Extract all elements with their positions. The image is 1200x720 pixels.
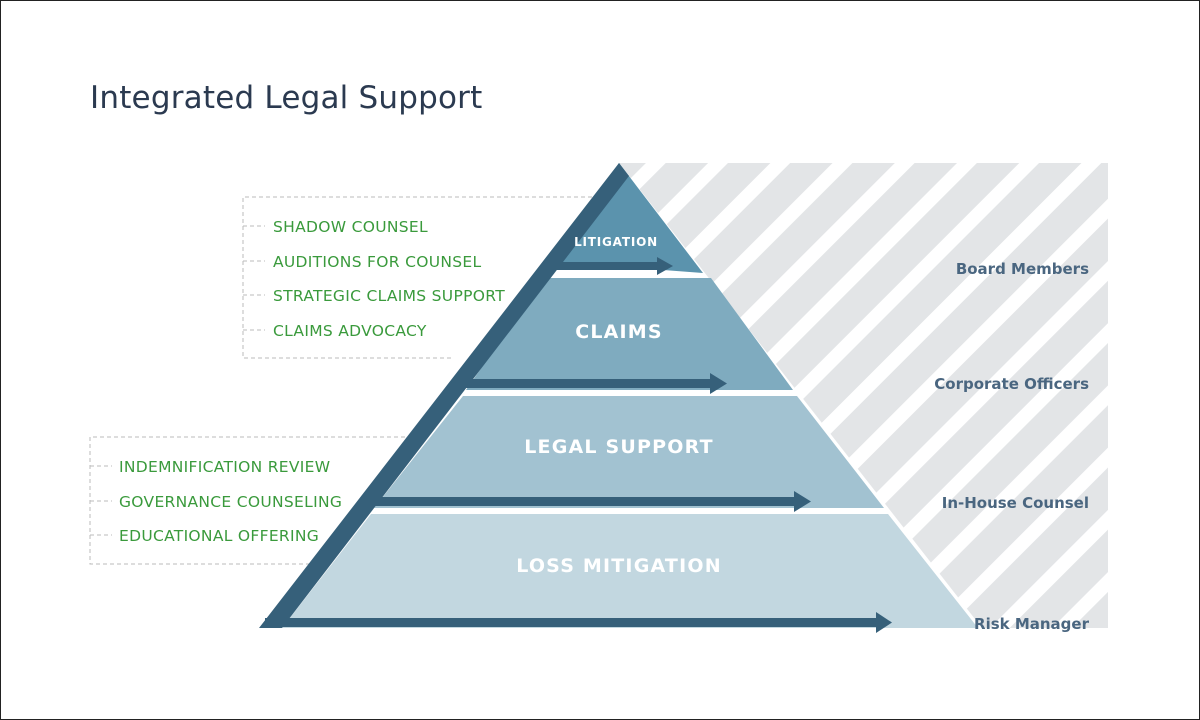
tier-loss-mitigation [282, 514, 978, 628]
tier-litigation [556, 163, 703, 273]
tier-claims [466, 278, 793, 390]
service-item: AUDITIONS FOR COUNSEL [273, 253, 481, 271]
arrow-loss-mitigation [265, 612, 892, 633]
arrow-claims [458, 373, 727, 394]
service-item: EDUCATIONAL OFFERING [119, 527, 319, 545]
service-item: CLAIMS ADVOCACY [273, 322, 427, 340]
arrow-legal-support [370, 491, 811, 512]
level-label-litigation: LITIGATION [574, 235, 658, 249]
tier-legal-support [374, 396, 884, 508]
pyramid-left-edge [259, 163, 629, 628]
service-item: INDEMNIFICATION REVIEW [119, 458, 330, 476]
page-title: Integrated Legal Support [90, 80, 483, 116]
bottom-services-callout [89, 436, 405, 565]
top-services-callout [242, 196, 592, 359]
level-label-loss-mitigation: LOSS MITIGATION [516, 555, 722, 577]
audience-board-members: Board Members [956, 260, 1089, 278]
service-item: STRATEGIC CLAIMS SUPPORT [273, 287, 505, 305]
audience-risk-manager: Risk Manager [974, 615, 1090, 633]
level-label-claims: CLAIMS [575, 321, 663, 343]
arrow-litigation [545, 257, 673, 275]
audience-corporate-officers: Corporate Officers [934, 375, 1089, 393]
service-item: SHADOW COUNSEL [273, 218, 428, 236]
level-label-legal-support: LEGAL SUPPORT [524, 436, 714, 458]
audience-in-house-counsel: In-House Counsel [942, 494, 1089, 512]
service-item: GOVERNANCE COUNSELING [119, 493, 342, 511]
